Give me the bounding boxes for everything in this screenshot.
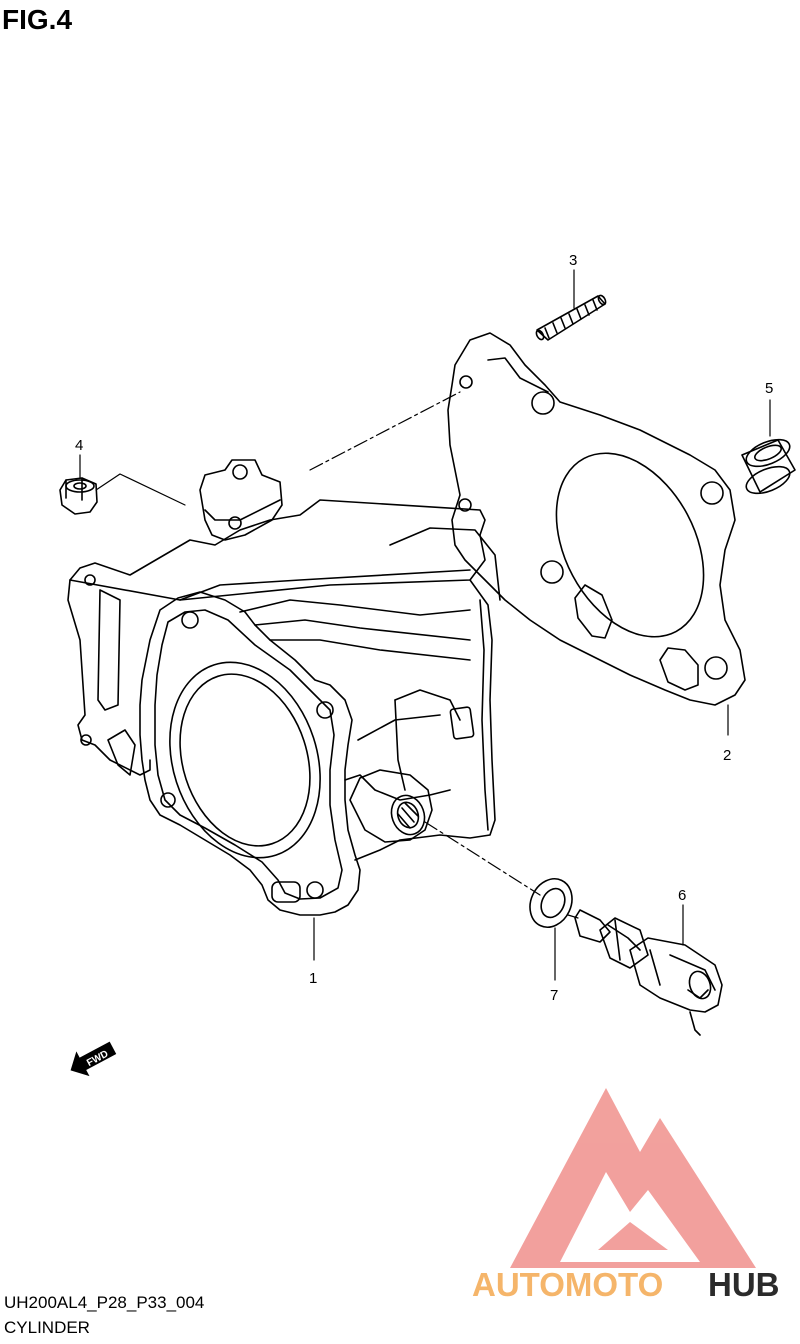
watermark-text-primary: AUTOMOTO <box>472 1266 663 1303</box>
washer-part <box>529 878 573 928</box>
callout-4: 4 <box>75 437 83 454</box>
fwd-arrow-icon: FWD <box>70 1041 117 1077</box>
watermark-text-secondary: HUB <box>708 1266 780 1303</box>
leader-lines <box>79 269 771 981</box>
cylinder-part <box>67 459 501 916</box>
callout-1: 1 <box>309 970 317 987</box>
callout-3: 3 <box>569 252 577 269</box>
callout-7: 7 <box>550 987 558 1004</box>
gasket-part <box>447 332 746 706</box>
automotohub-logo-icon <box>510 1088 756 1268</box>
figure-title: FIG.4 <box>2 4 73 35</box>
callout-5: 5 <box>765 380 773 397</box>
figure-code: UH200AL4_P28_P33_004 <box>4 1293 205 1312</box>
dowel-pin-part <box>741 438 796 495</box>
nut-part <box>59 477 98 515</box>
temperature-sensor-part <box>574 909 723 1036</box>
callout-6: 6 <box>678 887 686 904</box>
callout-2: 2 <box>723 747 731 764</box>
stud-bolt-part <box>535 294 607 341</box>
fwd-label: FWD <box>85 1049 110 1069</box>
figure-name: CYLINDER <box>4 1318 90 1337</box>
